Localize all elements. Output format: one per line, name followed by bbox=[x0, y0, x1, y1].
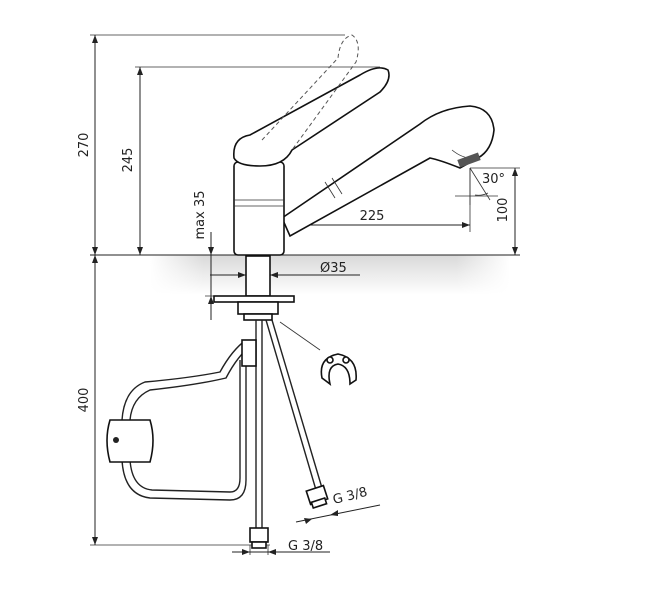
supply-hoses bbox=[249, 319, 329, 549]
label-overall-height: 270 bbox=[77, 133, 92, 158]
mounting-assembly bbox=[213, 255, 295, 321]
extension-lines bbox=[90, 34, 520, 546]
dim-lever-height bbox=[137, 67, 143, 255]
faucet-body bbox=[233, 34, 495, 256]
label-lever-height: 245 bbox=[121, 148, 136, 173]
label-thread-hose-2: G 3/8 bbox=[288, 539, 323, 554]
pull-out-hose bbox=[106, 339, 257, 501]
dim-hose-length bbox=[92, 255, 98, 545]
label-hole-diameter: Ø35 bbox=[320, 261, 347, 276]
label-hose-length: 400 bbox=[77, 388, 92, 413]
dim-max-thickness bbox=[208, 232, 214, 320]
label-max-thickness: max 35 bbox=[193, 191, 208, 240]
label-spout-reach: 225 bbox=[360, 209, 385, 224]
dim-overall-height bbox=[92, 35, 98, 255]
label-spout-height: 100 bbox=[496, 198, 511, 223]
label-thread-hose-1: G 3/8 bbox=[331, 485, 369, 508]
dim-spray-angle bbox=[455, 167, 498, 205]
retaining-clip bbox=[279, 321, 357, 386]
label-spray-angle: 30° bbox=[482, 172, 505, 187]
dim-spout-height bbox=[512, 168, 518, 255]
dim-thread-lines bbox=[232, 504, 381, 555]
